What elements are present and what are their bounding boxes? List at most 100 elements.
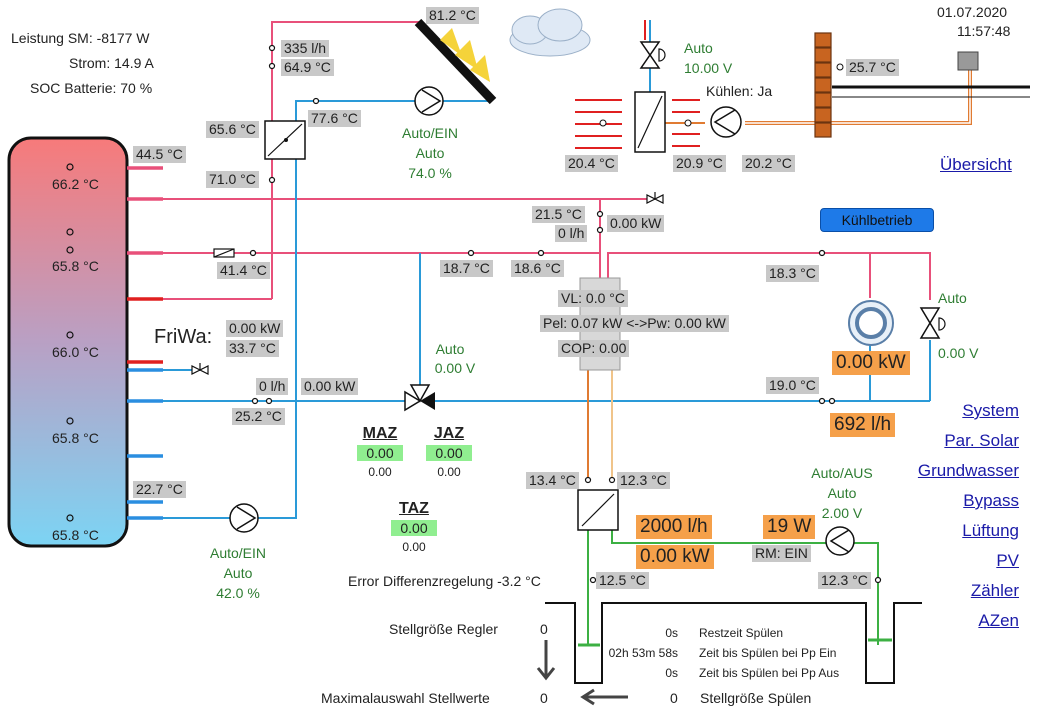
current-reading: Strom: 14.9 A — [69, 55, 154, 71]
taz-value: 0.00 — [391, 520, 437, 536]
storage-tank — [7, 136, 129, 548]
taz-sub: 0.00 — [402, 540, 426, 554]
right-valve-value: 0.00 V — [938, 345, 979, 361]
error-diff-control: Error Differenzregelung -3.2 °C — [348, 573, 541, 589]
tank-temp-5: 65.8 °C — [52, 527, 99, 543]
flush-output-label: Stellgröße Spülen — [700, 690, 812, 706]
collector-temp: 81.2 °C — [426, 7, 479, 24]
hp-power-top: 0.00 kW — [607, 215, 665, 232]
lower-temp: 25.2 °C — [232, 408, 285, 425]
link-pv[interactable]: PV — [996, 551, 1019, 570]
taz-title: TAZ — [399, 500, 429, 517]
hp-temp-left: 18.7 °C — [440, 260, 493, 277]
tank-temp-4: 65.8 °C — [52, 430, 99, 446]
time: 11:57:48 — [957, 23, 1011, 39]
arrow-down-icon — [536, 640, 556, 681]
flush-label-1: Restzeit Spülen — [699, 626, 784, 640]
link-uebersicht[interactable]: Übersicht — [940, 155, 1012, 174]
port-mid-temp: 41.4 °C — [217, 262, 270, 279]
flush-time-3: 0s — [665, 666, 678, 680]
well-left-temp: 12.5 °C — [596, 572, 649, 589]
gw-pump-mode: Auto/AUS — [811, 465, 873, 481]
controller-output-label: Stellgröße Regler — [389, 621, 498, 637]
cooling-status: Kühlen: Ja — [706, 83, 773, 99]
right-temp-bottom: 19.0 °C — [766, 377, 819, 394]
link-system[interactable]: System — [962, 401, 1019, 420]
gw-temp-right: 12.3 °C — [617, 472, 670, 489]
flush-time-2: 02h 53m 58s — [608, 646, 678, 660]
bottom-pump-percent: 42.0 % — [216, 585, 260, 601]
cooling-pump — [710, 106, 742, 138]
well-right-temp: 12.3 °C — [818, 572, 871, 589]
max-select-value: 0 — [540, 690, 548, 706]
controller-output-value: 0 — [540, 621, 548, 637]
hp-vl: VL: 0.0 °C — [558, 290, 628, 307]
hp-pel: Pel: 0.07 kW <->Pw: 0.00 kW — [540, 315, 729, 332]
link-azen[interactable]: AZen — [978, 611, 1019, 630]
tank-temp-1: 66.2 °C — [52, 176, 99, 192]
taz-panel: TAZ 0.00 0.00 — [391, 500, 437, 554]
hp-cop: COP: 0.00 — [558, 340, 630, 357]
house-wall — [814, 32, 832, 138]
gw-pump-voltage: 2.00 V — [821, 505, 863, 521]
jaz-value: 0.00 — [426, 445, 472, 461]
bottom-pump-mode: Auto/EIN — [209, 545, 267, 561]
solar-pump — [414, 86, 444, 116]
jaz-panel: JAZ 0.00 0.00 — [426, 425, 472, 479]
fan-power: 0.00 kW — [832, 351, 910, 375]
solar-hx-bottom-temp: 71.0 °C — [206, 171, 259, 188]
gw-power: 0.00 kW — [636, 545, 714, 569]
maz-value: 0.00 — [357, 445, 403, 461]
friwa-power: 0.00 kW — [226, 320, 284, 337]
solar-pump-sub: Auto — [415, 145, 445, 161]
hp-temp-right: 18.6 °C — [511, 260, 564, 277]
right-temp-top: 18.3 °C — [766, 265, 819, 282]
lower-flow: 0 l/h — [256, 378, 289, 395]
center-valve-value: 0.00 V — [434, 360, 476, 376]
gw-flow: 2000 l/h — [636, 515, 712, 539]
battery-soc: SOC Batterie: 70 % — [30, 80, 153, 96]
cooling-valve-voltage: 10.00 V — [684, 60, 733, 76]
outdoor-temp: 25.7 °C — [846, 59, 899, 76]
bottom-pump — [229, 503, 259, 533]
cooling-valve — [639, 41, 661, 57]
cooling-temp-out: 20.4 °C — [565, 155, 618, 172]
link-lueftung[interactable]: Lüftung — [962, 521, 1019, 540]
link-grundwasser[interactable]: Grundwasser — [917, 461, 1019, 480]
cooling-temp-mid: 20.9 °C — [673, 155, 726, 172]
maz-title: MAZ — [362, 425, 398, 442]
arrow-left-icon — [580, 688, 628, 706]
solar-flow: 335 l/h — [281, 40, 330, 57]
gw-pump-sub: Auto — [827, 485, 857, 501]
link-par-solar[interactable]: Par. Solar — [944, 431, 1019, 450]
center-valve-mode: Auto — [435, 341, 465, 357]
hp-in-temp: 21.5 °C — [532, 206, 585, 223]
right-flow: 692 l/h — [830, 413, 896, 437]
bottom-pump-sub: Auto — [223, 565, 253, 581]
solar-flow-temp: 64.9 °C — [281, 59, 334, 76]
right-valve-mode: Auto — [938, 290, 967, 306]
cooling-temp-in: 20.2 °C — [742, 155, 795, 172]
flush-output-value: 0 — [670, 690, 678, 706]
solar-pump-percent: 74.0 % — [408, 165, 452, 181]
cooling-mode-button[interactable]: Kühlbetrieb — [820, 208, 934, 232]
tank-temp-3: 66.0 °C — [52, 344, 99, 360]
port-bottom-temp: 22.7 °C — [133, 481, 186, 498]
flush-label-2: Zeit bis Spülen bei Pp Ein — [699, 646, 837, 660]
tank-temp-2: 65.8 °C — [52, 258, 99, 274]
jaz-sub: 0.00 — [437, 465, 461, 479]
link-zaehler[interactable]: Zähler — [970, 581, 1019, 600]
flush-label-3: Zeit bis Spülen bei Pp Aus — [699, 666, 840, 680]
solar-pump-mode: Auto/EIN — [401, 125, 459, 141]
friwa-temp: 33.7 °C — [226, 340, 279, 357]
maz-sub: 0.00 — [368, 465, 392, 479]
port-top-temp: 44.5 °C — [133, 146, 186, 163]
gw-temp-left: 13.4 °C — [526, 472, 579, 489]
link-bypass[interactable]: Bypass — [963, 491, 1019, 510]
solar-hx-in-temp: 65.6 °C — [206, 121, 259, 138]
center-valve — [404, 390, 422, 412]
gw-pump-watts: 19 W — [763, 515, 816, 539]
max-select-label: Maximalauswahl Stellwerte — [321, 690, 490, 706]
gw-pump-rm: RM: EIN — [752, 545, 811, 562]
